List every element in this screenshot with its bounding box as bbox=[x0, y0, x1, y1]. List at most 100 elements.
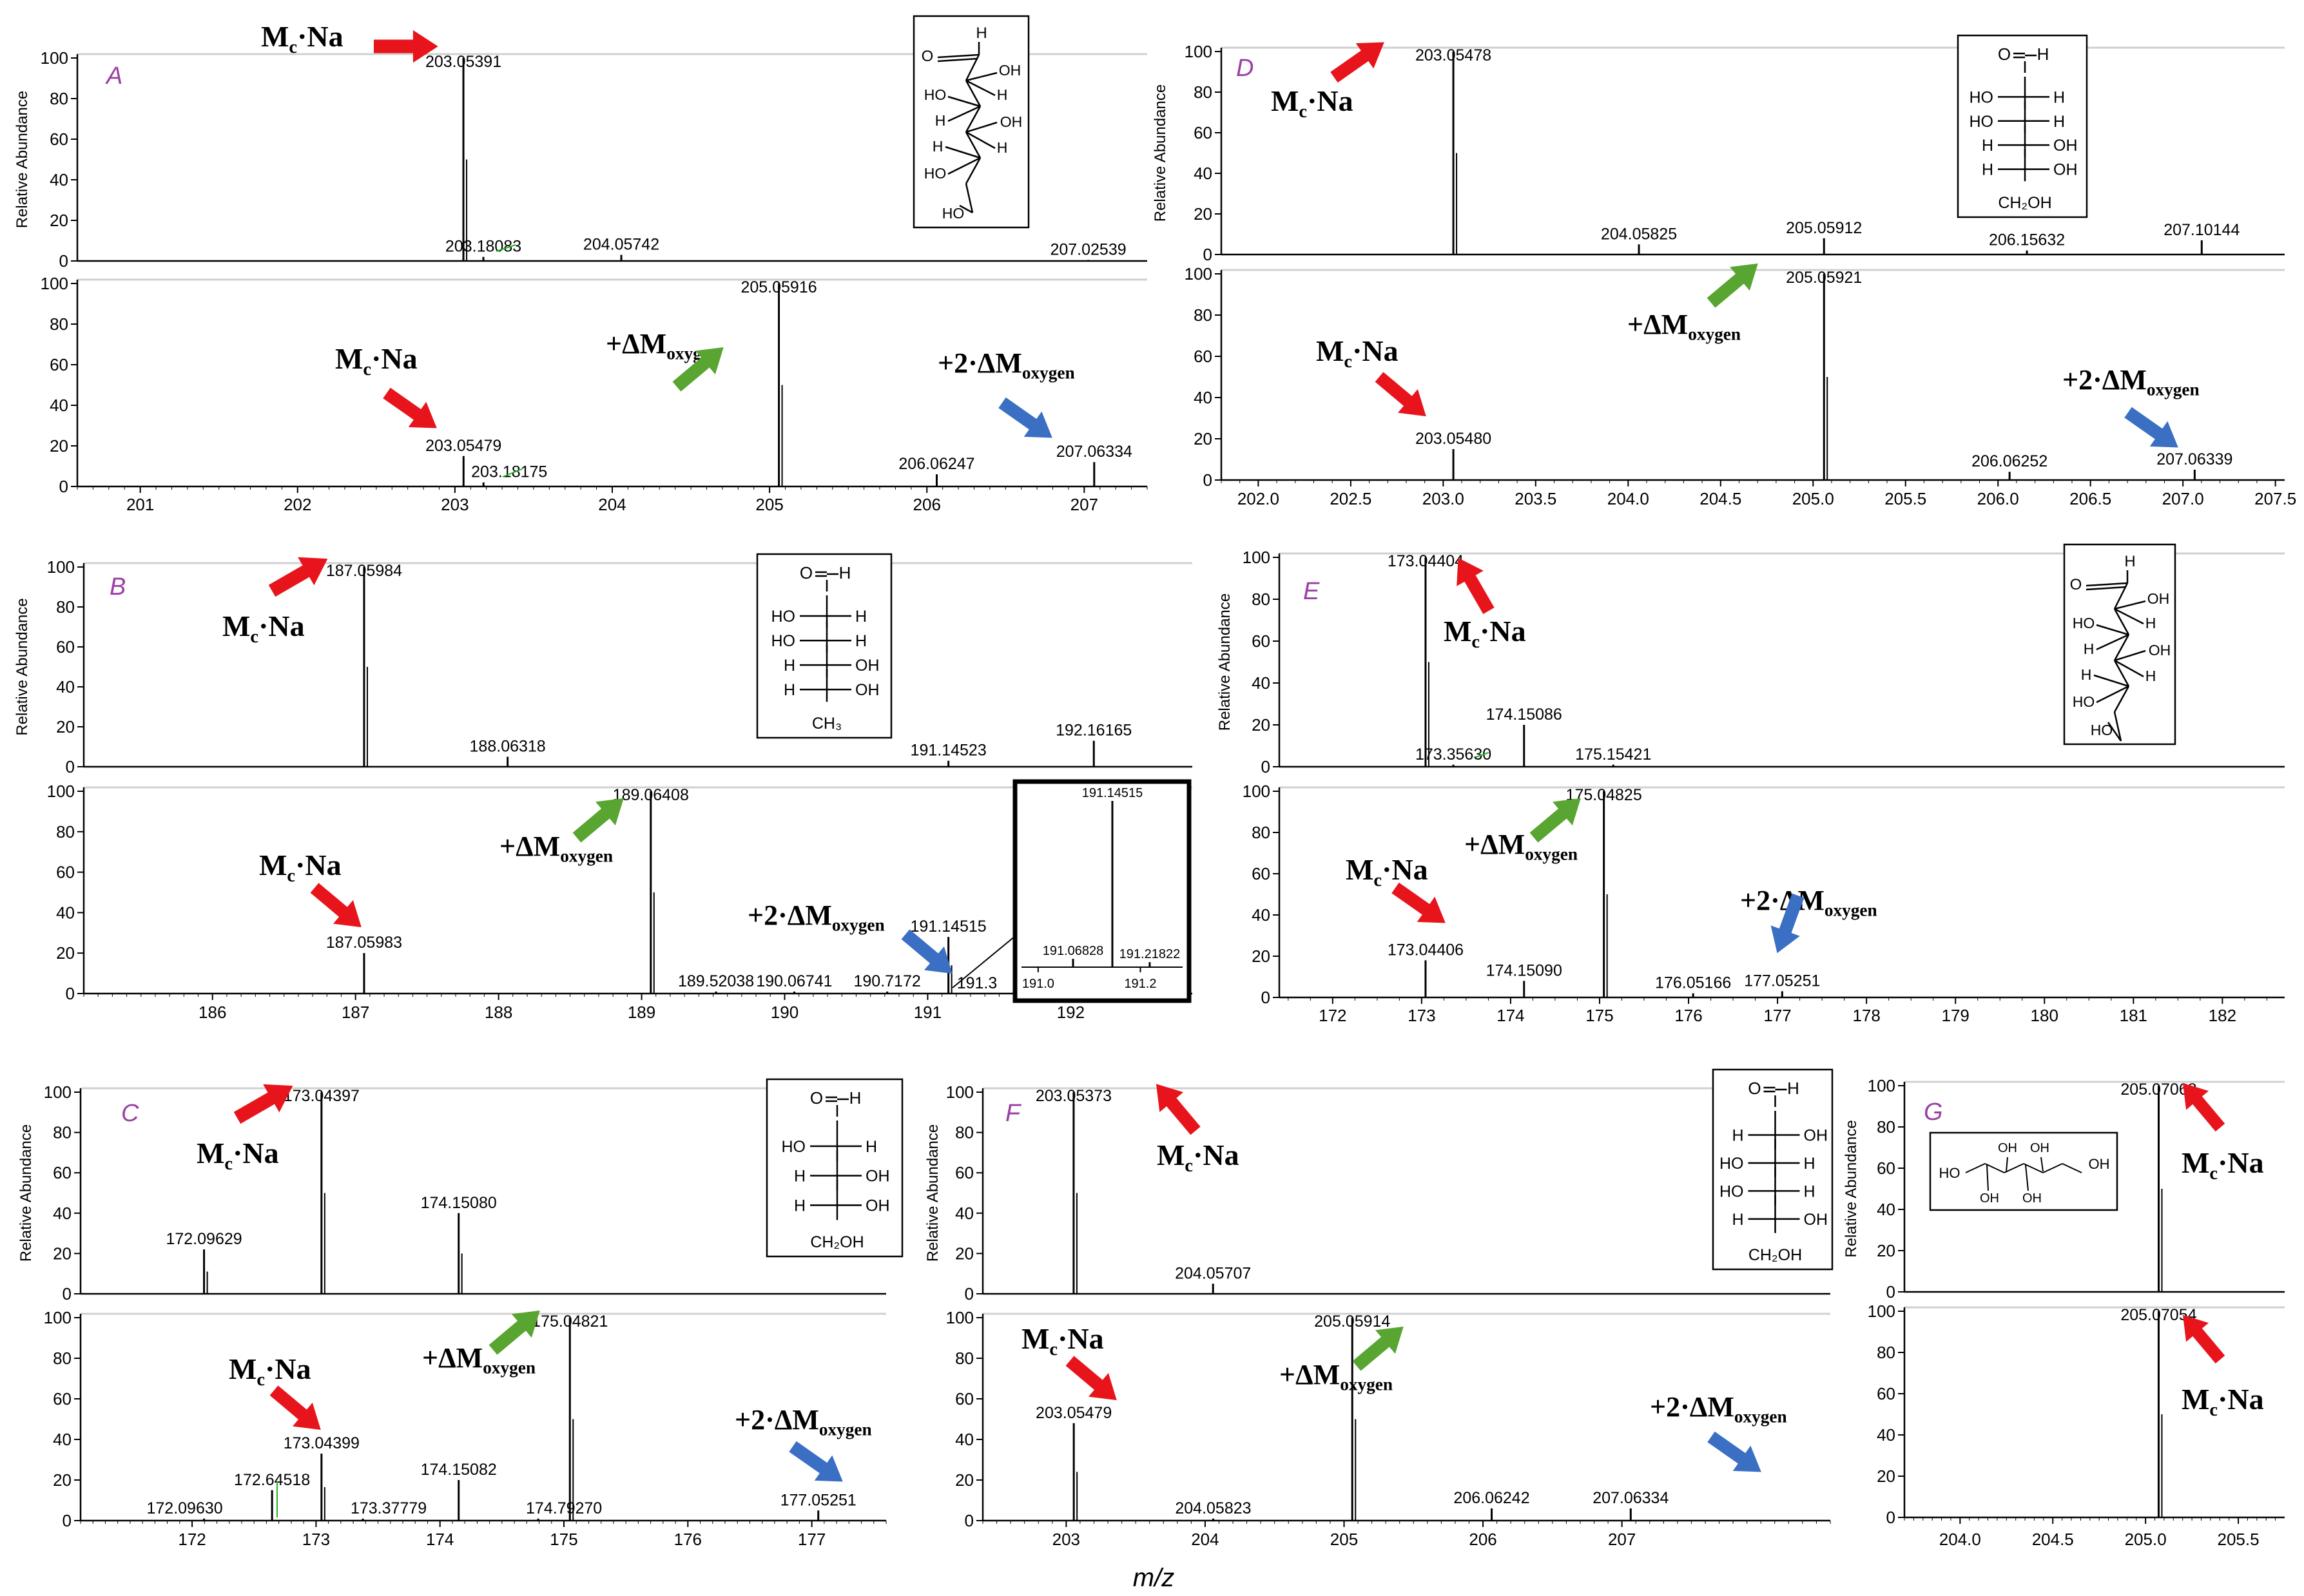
y-tick-label: 20 bbox=[1252, 715, 1270, 735]
pointer-arrow-icon bbox=[1701, 251, 1768, 315]
ion-annotation: +2·ΔMoxygen bbox=[735, 1404, 872, 1439]
y-tick-label: 60 bbox=[56, 863, 75, 882]
x-tick-label: 180 bbox=[2031, 1006, 2058, 1025]
y-tick-label: 20 bbox=[1194, 429, 1212, 448]
y-tick-label: 80 bbox=[1877, 1117, 1895, 1137]
baseline-noise bbox=[502, 468, 523, 477]
x-tick-label: 206.0 bbox=[1977, 489, 2019, 508]
peak-label: 174.15080 bbox=[421, 1194, 497, 1212]
svg-text:OH: OH bbox=[866, 1168, 890, 1186]
y-tick-label: 0 bbox=[1261, 757, 1270, 776]
inset-peak-label: 191.14515 bbox=[1082, 786, 1143, 800]
panel-letter: C bbox=[121, 1100, 139, 1127]
y-tick-label: 60 bbox=[53, 1163, 72, 1182]
ion-annotation: Mc·Na bbox=[1157, 1139, 1239, 1176]
ion-annotation: +ΔMoxygen bbox=[499, 831, 613, 866]
y-tick-label: 20 bbox=[53, 1470, 72, 1490]
y-tick-label: 60 bbox=[955, 1389, 974, 1409]
y-tick-label: 100 bbox=[1185, 264, 1212, 284]
y-tick-label: 20 bbox=[955, 1470, 974, 1490]
x-tick-label: 206.5 bbox=[2069, 489, 2111, 508]
peak-label: 173.35630 bbox=[1415, 745, 1491, 764]
x-tick-label: 205.0 bbox=[1792, 489, 1834, 508]
y-tick-label: 40 bbox=[1194, 164, 1212, 183]
peak-label: 187.05984 bbox=[326, 562, 402, 580]
svg-text:H: H bbox=[784, 657, 795, 675]
svg-text:H: H bbox=[976, 24, 987, 42]
ion-annotation: Mc·Na bbox=[1316, 334, 1399, 372]
x-tick-label: 190 bbox=[771, 1003, 799, 1022]
svg-text:OH: OH bbox=[2030, 1141, 2049, 1155]
peak-label: 207.06339 bbox=[2156, 450, 2232, 468]
pointer-arrow-icon bbox=[304, 876, 372, 939]
svg-text:H: H bbox=[2145, 668, 2156, 684]
y-tick-label: 60 bbox=[1194, 123, 1212, 142]
x-tick-label: 201 bbox=[126, 495, 154, 514]
y-tick-label: 20 bbox=[955, 1244, 974, 1263]
x-tick-label: 204.5 bbox=[1699, 489, 1741, 508]
y-tick-label: 20 bbox=[50, 211, 68, 230]
peak-label: 204.05742 bbox=[583, 236, 659, 254]
peak-label: 204.05707 bbox=[1175, 1264, 1251, 1282]
y-axis-label: Relative Abundance bbox=[17, 1124, 35, 1262]
peak-label: 191.14515 bbox=[911, 918, 987, 936]
x-tick-label: 175 bbox=[550, 1530, 577, 1549]
svg-text:H: H bbox=[997, 139, 1008, 156]
peak-label: 191.3 bbox=[957, 974, 998, 992]
svg-text:OH: OH bbox=[1804, 1211, 1828, 1229]
svg-text:H: H bbox=[2037, 44, 2049, 64]
y-tick-label: 80 bbox=[1252, 823, 1270, 842]
y-tick-label: 0 bbox=[1203, 245, 1212, 264]
panel-letter: E bbox=[1303, 578, 1320, 605]
baseline-noise bbox=[496, 244, 516, 252]
svg-text:H: H bbox=[1982, 161, 1993, 179]
svg-text:OH: OH bbox=[2053, 161, 2078, 179]
ion-annotation: Mc·Na bbox=[222, 610, 305, 647]
peak-label: 173.37779 bbox=[351, 1499, 427, 1517]
peak-label: 172.64518 bbox=[234, 1471, 310, 1489]
peak-label: 172.09629 bbox=[166, 1230, 242, 1248]
svg-text:CH₂OH: CH₂OH bbox=[1748, 1246, 1802, 1264]
peak-label: 174.15086 bbox=[1486, 706, 1562, 724]
x-tick-label: 205 bbox=[755, 495, 783, 514]
svg-text:OH: OH bbox=[1998, 1141, 2017, 1155]
svg-text:H: H bbox=[784, 681, 795, 699]
peak-label: 175.15421 bbox=[1575, 745, 1651, 764]
y-tick-label: 40 bbox=[50, 170, 68, 189]
ion-annotation: Mc·Na bbox=[1346, 853, 1428, 890]
y-tick-label: 40 bbox=[955, 1204, 974, 1223]
x-tick-label: 202.5 bbox=[1330, 489, 1371, 508]
x-axis-label: m/z bbox=[1133, 1564, 1174, 1592]
peak-label: 206.15632 bbox=[1989, 231, 2065, 249]
y-tick-label: 100 bbox=[41, 274, 68, 293]
y-tick-label: 40 bbox=[53, 1430, 72, 1449]
y-tick-label: 60 bbox=[50, 355, 68, 374]
x-tick-label: 173 bbox=[302, 1530, 330, 1549]
ion-annotation: Mc·Na bbox=[2182, 1146, 2264, 1184]
inset-pointer bbox=[952, 936, 1016, 988]
peak-label: 204.05823 bbox=[1175, 1499, 1251, 1517]
y-tick-label: 20 bbox=[1194, 204, 1212, 224]
peak-label: 207.06334 bbox=[1056, 443, 1132, 461]
pointer-arrow-icon bbox=[1325, 29, 1393, 90]
peak-label: 203.05480 bbox=[1415, 430, 1491, 448]
ion-annotation: Mc·Na bbox=[229, 1352, 311, 1390]
peak-label: 206.06242 bbox=[1453, 1489, 1529, 1507]
x-tick-label: 176 bbox=[674, 1530, 702, 1549]
svg-text:HO: HO bbox=[942, 205, 965, 222]
peak-label: 203.05391 bbox=[425, 53, 501, 71]
peak-label: 203.05479 bbox=[1036, 1404, 1112, 1422]
x-tick-label: 203.0 bbox=[1422, 489, 1464, 508]
ion-annotation: +ΔMoxygen bbox=[1464, 829, 1578, 864]
y-tick-label: 20 bbox=[56, 717, 75, 736]
y-axis-label: Relative Abundance bbox=[1843, 1120, 1860, 1258]
svg-text:CH₃: CH₃ bbox=[812, 715, 842, 733]
ion-annotation: Mc·Na bbox=[1271, 84, 1353, 122]
svg-text:O: O bbox=[1748, 1079, 1761, 1098]
y-tick-label: 100 bbox=[1243, 782, 1270, 801]
svg-text:HO: HO bbox=[924, 165, 947, 182]
svg-text:H: H bbox=[2084, 640, 2095, 657]
